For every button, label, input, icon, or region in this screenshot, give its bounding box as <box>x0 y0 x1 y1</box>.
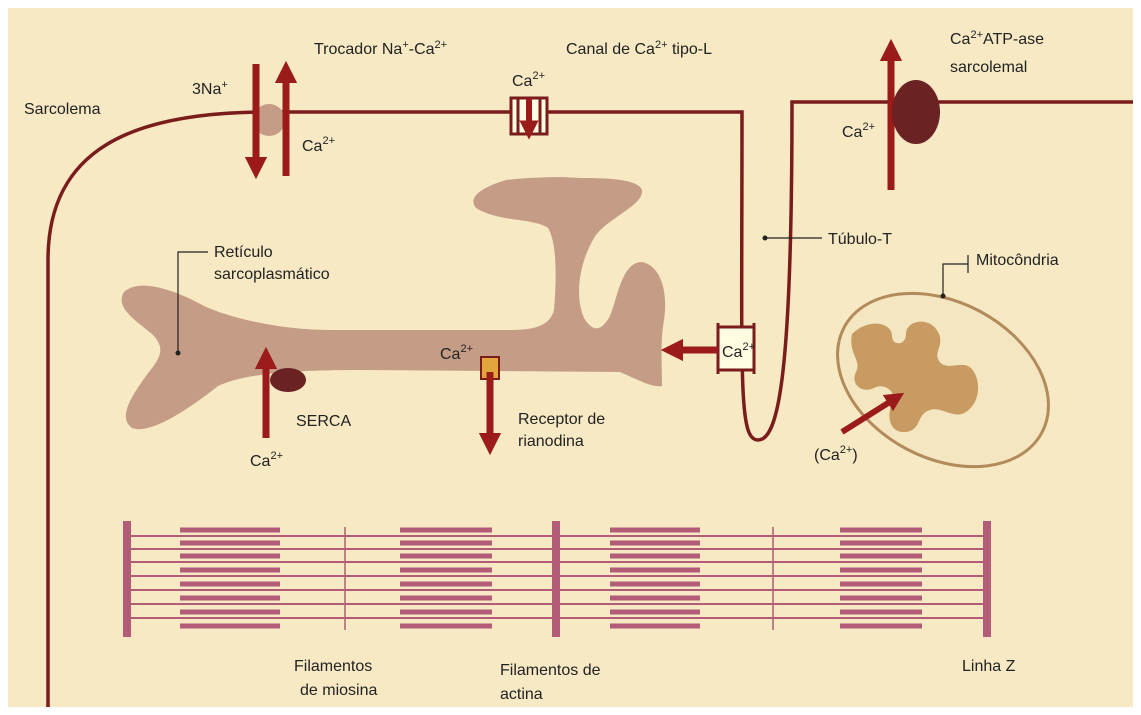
mito-leader-dot <box>941 294 946 299</box>
serca-pump <box>270 368 306 392</box>
tubulo-leader-dot <box>763 236 768 241</box>
ca-atpase-pump <box>892 80 940 144</box>
label-sarcolema: Sarcolema <box>24 101 101 118</box>
label-tubulo-t: Túbulo-T <box>828 231 892 248</box>
label-reticulo-line2: sarcoplasmático <box>214 266 330 283</box>
label-receptor-line2: rianodina <box>518 433 584 450</box>
label-miosina-line1: Filamentos <box>294 658 372 675</box>
label-miosina-line2: de miosina <box>300 682 377 699</box>
label-atpase-line1: Ca2+ATP-ase <box>950 29 1044 48</box>
label-reticulo-line1: Retículo <box>214 244 273 261</box>
label-linha-z: Linha Z <box>962 658 1016 675</box>
label-serca: SERCA <box>296 413 351 430</box>
reticulo-leader-dot <box>176 351 181 356</box>
label-mitocondria: Mitocôndria <box>976 252 1059 269</box>
label-trocador: Trocador Na+-Ca2+ <box>314 39 447 58</box>
label-actina-line1: Filamentos de <box>500 662 601 679</box>
label-canal-tipo-l: Canal de Ca2+ tipo-L <box>566 39 712 58</box>
label-receptor-line1: Receptor de <box>518 411 605 428</box>
label-atpase-line2: sarcolemal <box>950 59 1027 76</box>
label-actina-line2: actina <box>500 686 543 703</box>
